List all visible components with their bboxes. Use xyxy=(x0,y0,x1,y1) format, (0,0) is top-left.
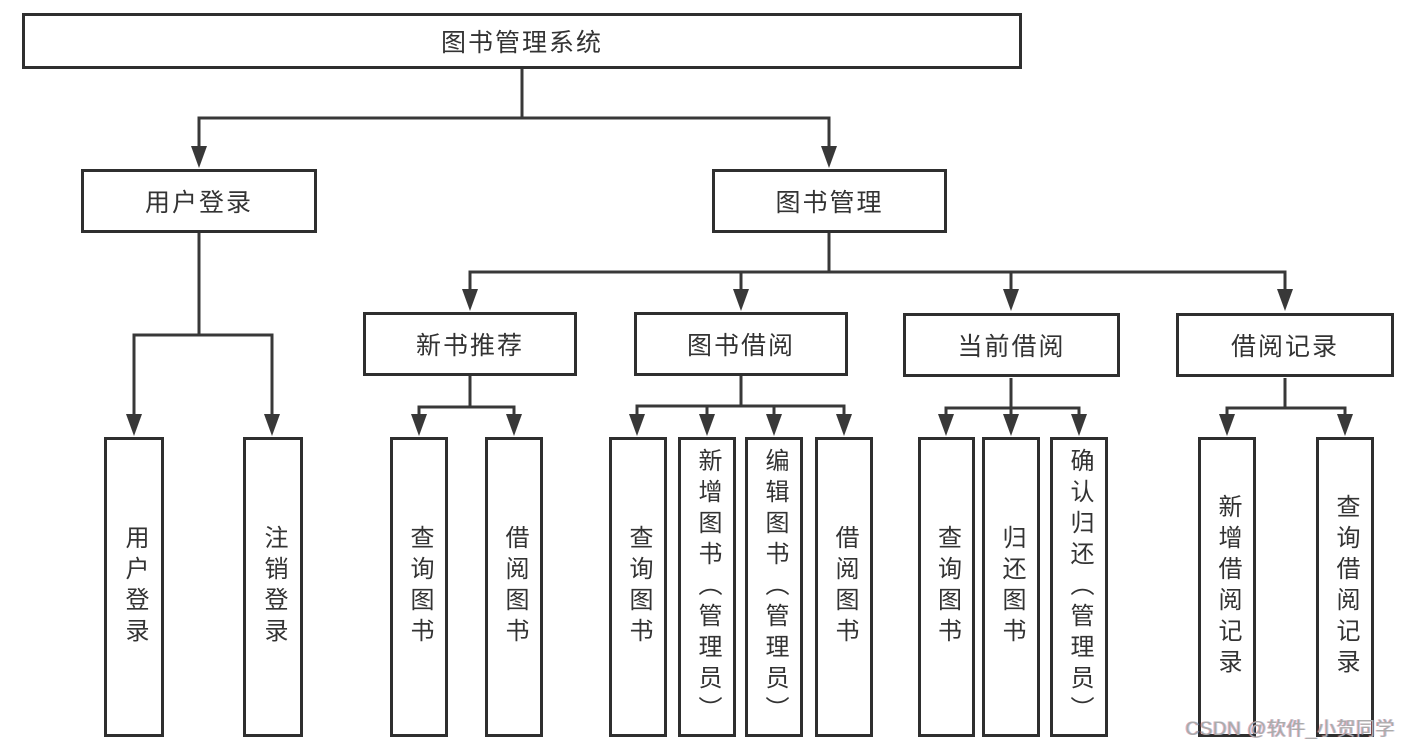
node-leaf-borrow-books-label: 借阅图书 xyxy=(831,525,858,649)
node-leaf-add-borrow-record: 新增借阅记录 xyxy=(1198,437,1256,737)
node-new-book-recommend: 新书推荐 xyxy=(363,312,577,376)
node-leaf-user-login: 用户登录 xyxy=(104,437,164,737)
node-leaf-edit-books-admin-label: 编辑图书（管理员） xyxy=(761,447,788,727)
node-user-login: 用户登录 xyxy=(81,169,317,233)
node-leaf-borrow-books: 借阅图书 xyxy=(815,437,873,737)
node-leaf-query-books-current-label: 查询图书 xyxy=(933,525,961,649)
node-leaf-query-books-recommend-label: 查询图书 xyxy=(406,525,433,649)
node-leaf-confirm-return-admin-label: 确认归还（管理员） xyxy=(1066,447,1093,727)
node-new-book-recommend-label: 新书推荐 xyxy=(415,332,524,360)
node-leaf-edit-books-admin: 编辑图书（管理员） xyxy=(745,437,803,737)
node-leaf-logout: 注销登录 xyxy=(243,437,303,737)
node-root-system-label: 图书管理系统 xyxy=(440,29,603,57)
node-leaf-confirm-return-admin: 确认归还（管理员） xyxy=(1050,437,1108,737)
node-leaf-query-books-borrow: 查询图书 xyxy=(609,437,667,737)
node-leaf-query-borrow-record: 查询借阅记录 xyxy=(1316,437,1374,737)
node-leaf-query-borrow-record-label: 查询借阅记录 xyxy=(1332,494,1359,680)
node-leaf-query-books-borrow-label: 查询图书 xyxy=(625,525,652,649)
node-current-borrowing-label: 当前借阅 xyxy=(957,333,1066,361)
node-current-borrowing: 当前借阅 xyxy=(903,313,1120,377)
node-book-management-label: 图书管理 xyxy=(775,189,884,217)
node-root-system: 图书管理系统 xyxy=(22,13,1022,69)
node-leaf-logout-label: 注销登录 xyxy=(260,525,287,649)
node-leaf-user-login-label: 用户登录 xyxy=(121,525,148,649)
node-borrowing-records: 借阅记录 xyxy=(1176,313,1394,377)
node-book-management: 图书管理 xyxy=(712,169,947,233)
node-book-borrowing-label: 图书借阅 xyxy=(686,332,795,360)
connector-arrowheads xyxy=(126,146,1353,436)
node-leaf-return-books-label: 归还图书 xyxy=(998,525,1025,649)
node-leaf-borrow-books-recommend: 借阅图书 xyxy=(485,437,543,737)
node-leaf-add-books-admin-label: 新增图书（管理员） xyxy=(694,447,721,727)
connector-lines xyxy=(132,69,1347,419)
node-book-borrowing: 图书借阅 xyxy=(634,312,848,376)
node-user-login-label: 用户登录 xyxy=(144,189,253,217)
node-leaf-query-books-recommend: 查询图书 xyxy=(390,437,448,737)
csdn-watermark: CSDN @软件_小贺同学 xyxy=(1185,719,1395,740)
node-leaf-add-borrow-record-label: 新增借阅记录 xyxy=(1214,494,1241,680)
node-leaf-add-books-admin: 新增图书（管理员） xyxy=(678,437,736,737)
node-borrowing-records-label: 借阅记录 xyxy=(1230,333,1339,361)
node-leaf-query-books-current: 查询图书 xyxy=(918,437,975,737)
node-leaf-return-books: 归还图书 xyxy=(982,437,1040,737)
node-leaf-borrow-books-recommend-label: 借阅图书 xyxy=(501,525,528,649)
